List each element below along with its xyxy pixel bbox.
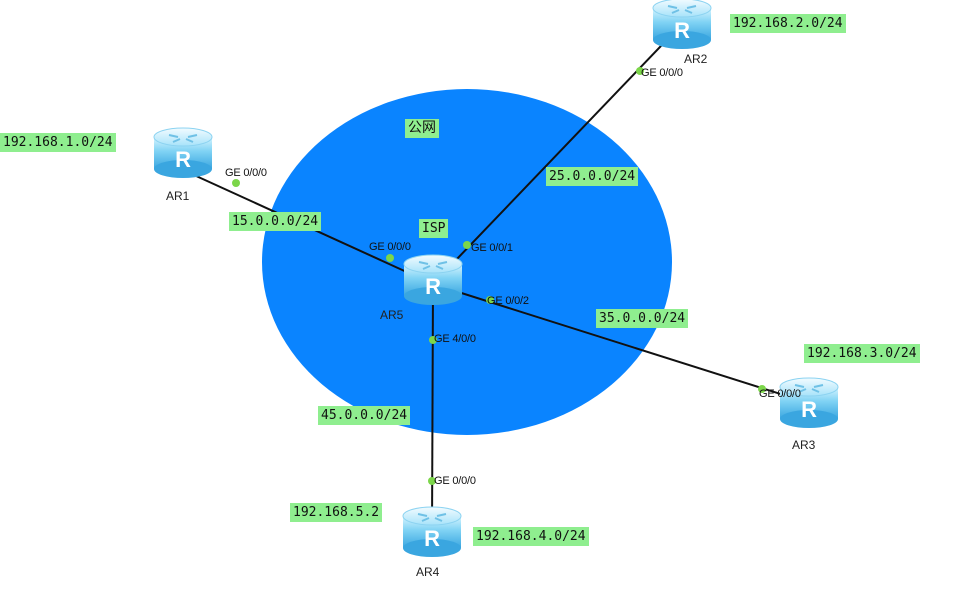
port-dot-ar3-ge000	[758, 385, 766, 393]
network-label-ar1-ar5: 15.0.0.0/24	[229, 212, 322, 231]
port-dot-ar4-ge000	[428, 477, 436, 485]
router-icon-ar4[interactable]	[402, 506, 462, 558]
port-dot-ar5-ge400	[429, 336, 437, 344]
network-label-ar3-ar5: 35.0.0.0/24	[596, 309, 689, 328]
router-name-ar3: AR3	[792, 438, 816, 452]
port-label-ar1-ge000: GE 0/0/0	[225, 167, 267, 179]
router-name-ar1: AR1	[166, 189, 190, 203]
port-dot-ar5-ge002	[486, 296, 494, 304]
port-label-ar5-ge002: GE 0/0/2	[487, 295, 529, 307]
lan-label-ar2: 192.168.2.0/24	[730, 14, 846, 33]
port-label-ar3-ge000: GE 0/0/0	[759, 388, 801, 400]
router-icon-ar1[interactable]	[153, 127, 213, 179]
router-icon-ar3[interactable]	[779, 377, 839, 429]
router-name-ar5: AR5	[380, 308, 404, 322]
lan-label-ar4: 192.168.4.0/24	[473, 527, 589, 546]
port-dot-ar2-ge000	[636, 67, 644, 75]
port-dot-ar1-ge000	[232, 179, 240, 187]
port-label-ar4-ge000: GE 0/0/0	[434, 475, 476, 487]
network-label-ar4-ar5: 45.0.0.0/24	[318, 406, 411, 425]
isp-role-tag: ISP	[419, 219, 449, 238]
port-label-ar5-ge001: GE 0/0/1	[471, 242, 513, 254]
lan-label-ar1: 192.168.1.0/24	[0, 133, 116, 152]
port-dot-ar5-ge001	[463, 241, 471, 249]
port-dot-ar5-ge000	[386, 254, 394, 262]
port-label-ar2-ge000: GE 0/0/0	[641, 67, 683, 79]
router-name-ar4: AR4	[416, 565, 440, 579]
router-icon-ar5[interactable]	[403, 254, 463, 306]
router-icon-ar2[interactable]	[652, 0, 712, 50]
cloud-label: 公网	[405, 119, 439, 138]
link-ar4-ar5[interactable]	[431, 283, 434, 533]
link-ar3-ar5[interactable]	[432, 283, 810, 404]
port-label-ar5-ge400: GE 4/0/0	[434, 333, 476, 345]
port-label-ar5-ge000: GE 0/0/0	[369, 241, 411, 253]
router-name-ar2: AR2	[684, 52, 708, 66]
host-label-ar4: 192.168.5.2	[290, 503, 383, 522]
lan-label-ar3: 192.168.3.0/24	[804, 344, 920, 363]
public-network-cloud	[262, 89, 672, 435]
network-label-ar2-ar5: 25.0.0.0/24	[546, 167, 639, 186]
